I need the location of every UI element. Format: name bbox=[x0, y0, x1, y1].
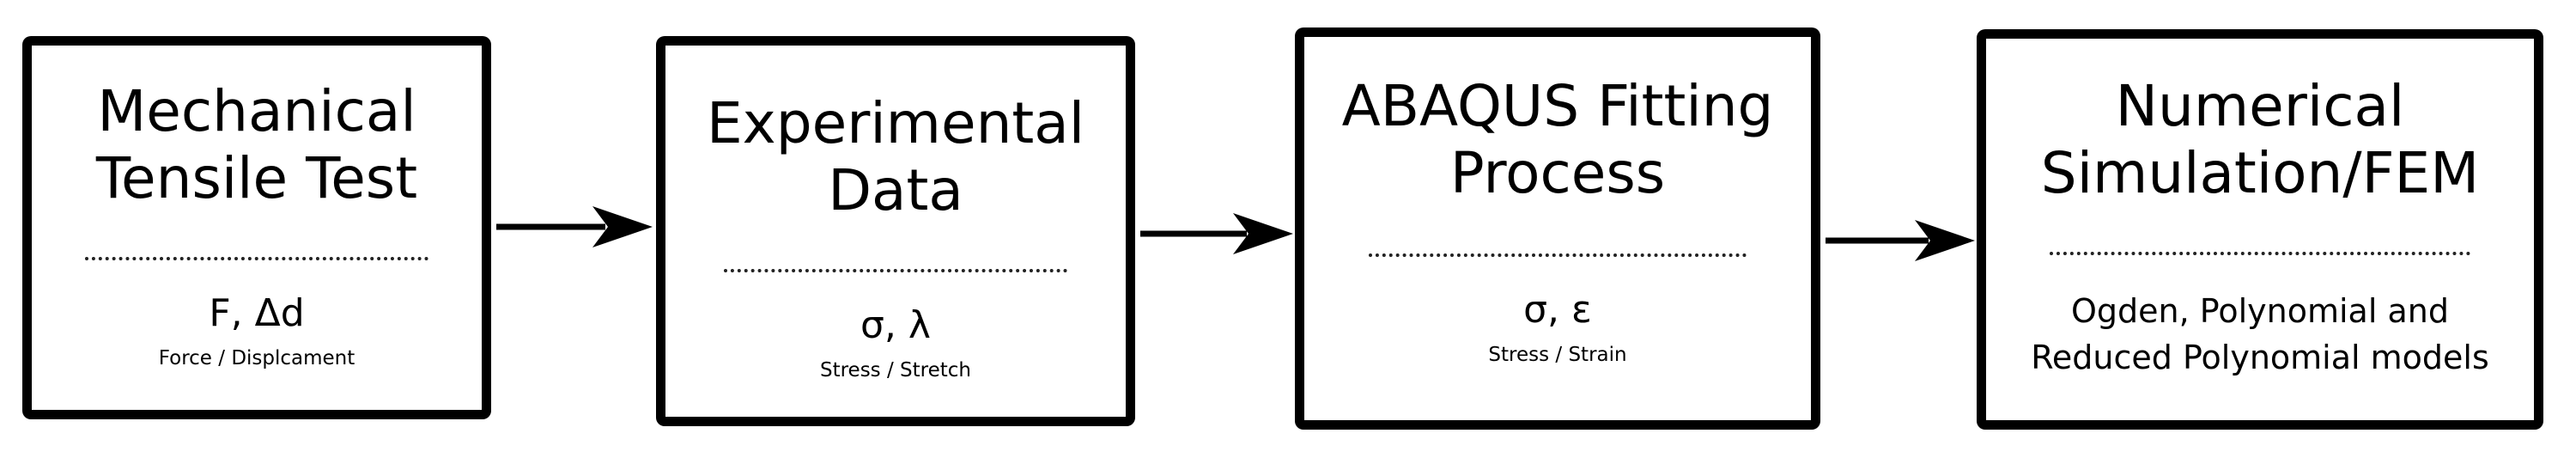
step-box-tensile-test: Mechanical Tensile Test F, Δd Force / Di… bbox=[22, 36, 491, 419]
step-caption: Force / Displcament bbox=[158, 347, 355, 369]
dotted-divider bbox=[724, 269, 1067, 272]
step-symbols: F, Δd bbox=[209, 291, 305, 335]
step-caption: Stress / Strain bbox=[1488, 344, 1627, 366]
step-box-experimental-data: Experimental Data σ, λ Stress / Stretch bbox=[656, 36, 1135, 426]
step-caption: Stress / Stretch bbox=[819, 359, 971, 382]
arrow-1-to-2 bbox=[496, 206, 653, 247]
step-box-abaqus-fitting: ABAQUS Fitting Process σ, ε Stress / Str… bbox=[1295, 27, 1820, 430]
step-title: Experimental Data bbox=[706, 90, 1085, 223]
step-title: ABAQUS Fitting Process bbox=[1341, 73, 1774, 206]
step-title: Numerical Simulation/FEM bbox=[2040, 73, 2480, 206]
dotted-divider bbox=[85, 257, 428, 260]
arrow-2-to-3 bbox=[1140, 213, 1293, 254]
step-title: Mechanical Tensile Test bbox=[95, 78, 418, 211]
step-symbols: σ, λ bbox=[860, 303, 931, 347]
step-box-numerical-simulation: Numerical Simulation/FEM Ogden, Polynomi… bbox=[1977, 29, 2543, 430]
step-symbols: σ, ε bbox=[1523, 288, 1592, 332]
dotted-divider bbox=[1369, 253, 1747, 257]
step-models-text: Ogden, Polynomial and Reduced Polynomial… bbox=[2031, 292, 2489, 376]
dotted-divider bbox=[2050, 252, 2470, 255]
arrow-3-to-4 bbox=[1826, 220, 1975, 261]
